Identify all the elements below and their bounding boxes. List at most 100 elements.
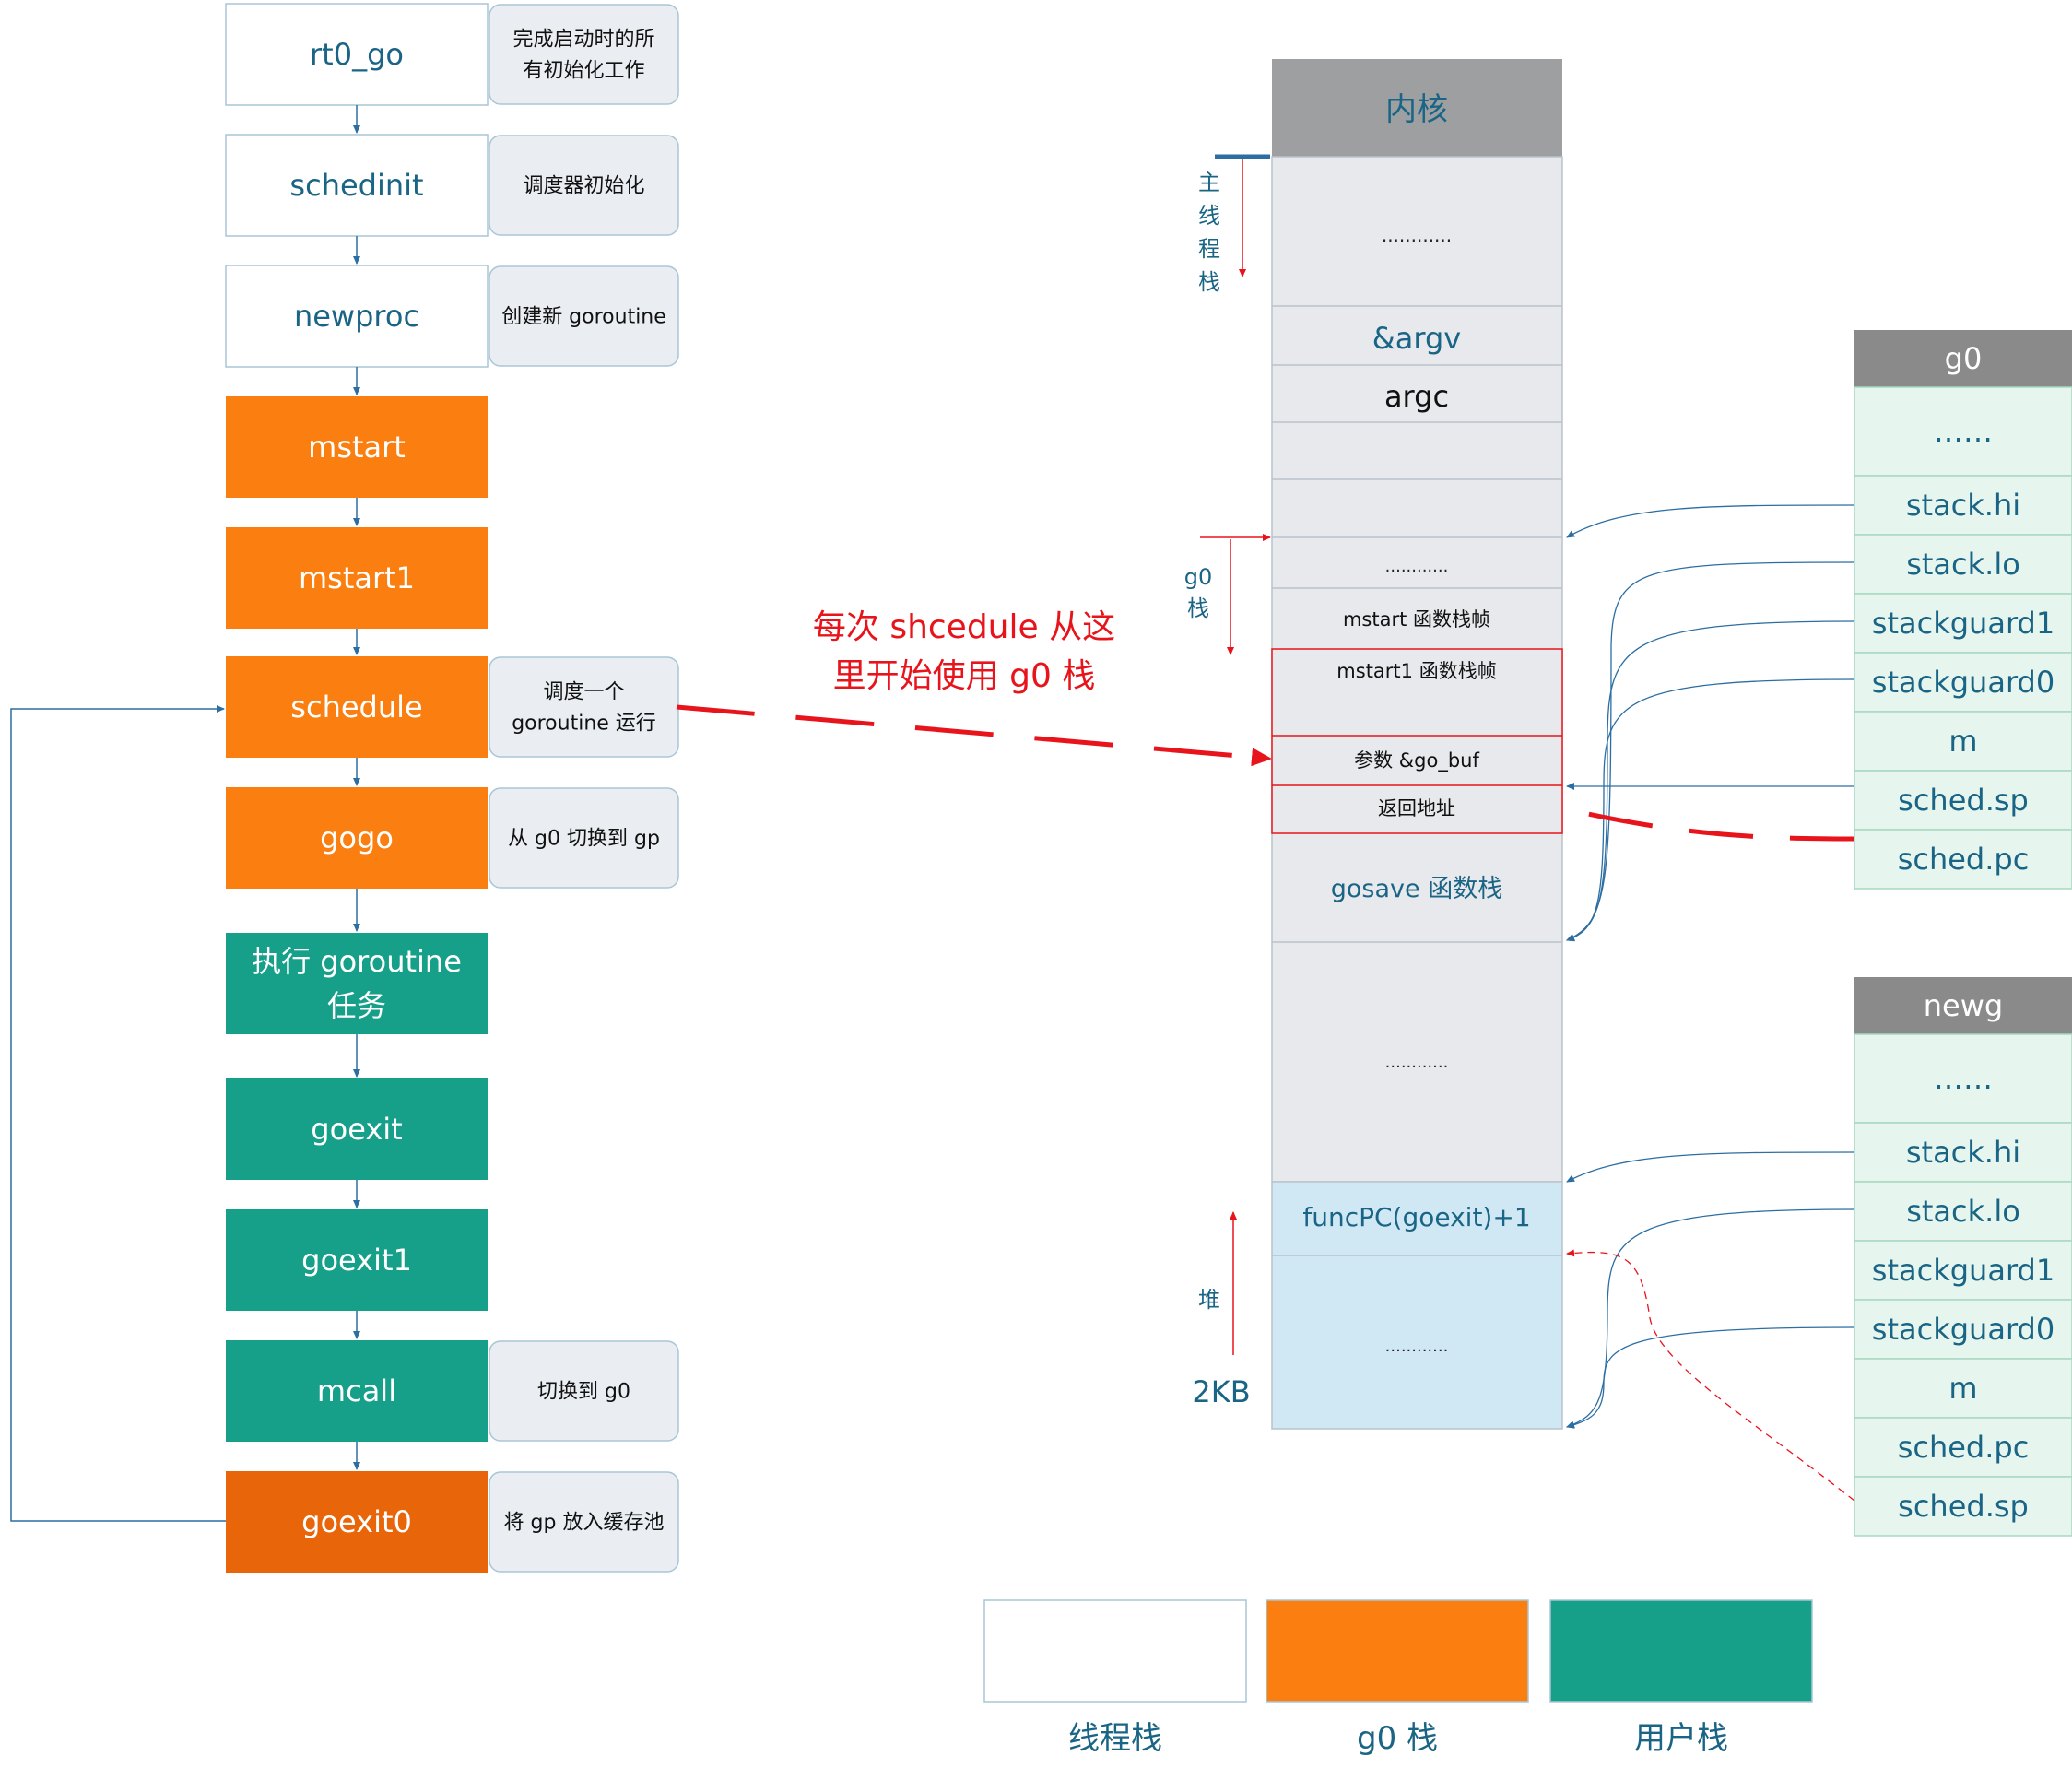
g0-field: m xyxy=(1948,724,1977,759)
g0-struct: g0……stack.histack.lostackguard1stackguar… xyxy=(1854,330,2072,890)
return-address-cell: 返回地址 xyxy=(1378,797,1455,819)
flow-step-9: goexit1 xyxy=(226,1209,488,1339)
flow-box xyxy=(226,1078,488,1180)
flow-box xyxy=(225,3,489,106)
flow-step-label: goexit1 xyxy=(301,1243,412,1278)
newg-field: stackguard1 xyxy=(1872,1253,2054,1288)
flow-step-label: mcall xyxy=(317,1373,396,1409)
g0-field: stack.lo xyxy=(1906,547,2020,582)
newg-field-box xyxy=(1854,1476,2072,1537)
flow-step-label: mstart xyxy=(308,430,406,465)
param-gobuf-cell: 参数 &go_buf xyxy=(1354,749,1479,772)
g0-field: stackguard0 xyxy=(1872,665,2054,700)
flow-step-label: schedinit xyxy=(289,168,423,203)
flow-note-text: 调度器初始化 xyxy=(523,175,644,198)
newg-struct: newg……stack.histack.lostackguard1stackgu… xyxy=(1854,977,2072,1537)
flow-box xyxy=(225,265,489,368)
newg-field-box xyxy=(1854,1033,2072,1124)
gosave-frame: gosave 函数栈 xyxy=(1331,875,1502,903)
legend-swatch xyxy=(1266,1599,1529,1703)
newg-field: …… xyxy=(1934,1061,1993,1096)
newg-field: stack.hi xyxy=(1906,1135,2020,1170)
flow-note xyxy=(489,1471,679,1573)
flow-note xyxy=(489,787,679,889)
stack-dots-top: ............ xyxy=(1382,224,1452,246)
flow-step-label: newproc xyxy=(294,299,419,334)
mstart1-frame: mstart1 函数栈帧 xyxy=(1336,660,1496,682)
newg-header xyxy=(1854,977,2072,1034)
flow-note-text: 切换到 g0 xyxy=(537,1381,630,1404)
g0-field: stack.hi xyxy=(1906,488,2020,523)
g0-pointer-lines xyxy=(1566,504,1855,942)
stack-dots-mid: ............ xyxy=(1385,1053,1449,1072)
flow-note-text: 创建新 goroutine xyxy=(501,306,666,329)
flow-step-3: mstart xyxy=(226,396,488,526)
newg-title: newg xyxy=(1924,988,2003,1023)
newg-field: m xyxy=(1948,1371,1977,1406)
newg-field-box xyxy=(1854,1240,2072,1301)
flow-step-label: rt0_go xyxy=(310,37,404,72)
flow-box xyxy=(226,1471,488,1573)
flow-step-4: mstart1 xyxy=(226,527,488,655)
newg-field: stack.lo xyxy=(1906,1194,2020,1229)
flow-box xyxy=(226,656,488,758)
g0-field-box xyxy=(1854,829,2072,890)
g0-title: g0 xyxy=(1945,341,1983,376)
thread-stack: 内核 ............ &argv argc ............ … xyxy=(1271,59,1563,1430)
flow-step-11: goexit0 将 gp 放入缓存池 xyxy=(226,1471,679,1573)
argc-cell: argc xyxy=(1384,379,1449,414)
newg-field-box xyxy=(1854,1358,2072,1419)
newg-field: sched.pc xyxy=(1898,1430,2030,1465)
flow-step-10: mcall 切换到 g0 xyxy=(226,1340,679,1470)
flow-box xyxy=(226,396,488,498)
flow-note-text: 将 gp 放入缓存池 xyxy=(504,1512,665,1535)
legend-label: 用户栈 xyxy=(1634,1720,1728,1757)
g0-field-box xyxy=(1854,475,2072,536)
flow-step-label: schedule xyxy=(290,690,422,725)
newg-field-box xyxy=(1854,1181,2072,1242)
legend: 线程栈 g0 栈 用户栈 xyxy=(983,1599,1813,1757)
g0-field: sched.sp xyxy=(1898,783,2029,818)
mstart-frame: mstart 函数栈帧 xyxy=(1343,608,1490,631)
flow-box xyxy=(226,933,488,1034)
sched-pc-to-return-address xyxy=(1566,807,1855,842)
flow-step-0: rt0_go 完成启动时的所有初始化工作 xyxy=(225,3,679,134)
g0-field: sched.pc xyxy=(1898,842,2030,877)
flow-note xyxy=(489,4,679,105)
flow-step-label: goexit0 xyxy=(301,1504,412,1539)
flow-note xyxy=(489,1340,679,1442)
flow-note-text: 完成启动时的所有初始化工作 xyxy=(512,29,654,83)
newg-sched-sp-to-funcpc xyxy=(1566,1249,1855,1502)
newg-field: sched.sp xyxy=(1898,1489,2029,1524)
legend-swatch xyxy=(983,1599,1247,1703)
newg-field-box xyxy=(1854,1417,2072,1478)
stack-dots-g0: ............ xyxy=(1385,557,1449,576)
flow-note xyxy=(489,265,679,367)
legend-swatch xyxy=(1549,1599,1813,1703)
g0-field: stackguard1 xyxy=(1872,606,2054,641)
heap-dots: ............ xyxy=(1385,1337,1449,1356)
flow-box xyxy=(226,1340,488,1442)
flow-step-label: mstart1 xyxy=(299,560,415,595)
heap-label: 堆 xyxy=(1198,1287,1220,1313)
g0-field-box xyxy=(1854,534,2072,595)
legend-label: 线程栈 xyxy=(1068,1720,1162,1757)
flow-box xyxy=(226,1209,488,1311)
g0-annotation-line1: 每次 shcedule 从这 xyxy=(813,608,1115,646)
stack-size-label: 2KB xyxy=(1192,1374,1250,1409)
loop-back-arrow xyxy=(10,705,226,1522)
g0-header xyxy=(1854,330,2072,387)
argv-cell: &argv xyxy=(1372,321,1461,356)
kernel-label: 内核 xyxy=(1385,91,1448,128)
g0-field-box xyxy=(1854,386,2072,477)
legend-label: g0 栈 xyxy=(1357,1720,1438,1757)
flow-box xyxy=(226,527,488,629)
flow-step-8: goexit xyxy=(226,1078,488,1208)
g0-annotation-line2: 里开始使用 g0 栈 xyxy=(833,657,1096,695)
